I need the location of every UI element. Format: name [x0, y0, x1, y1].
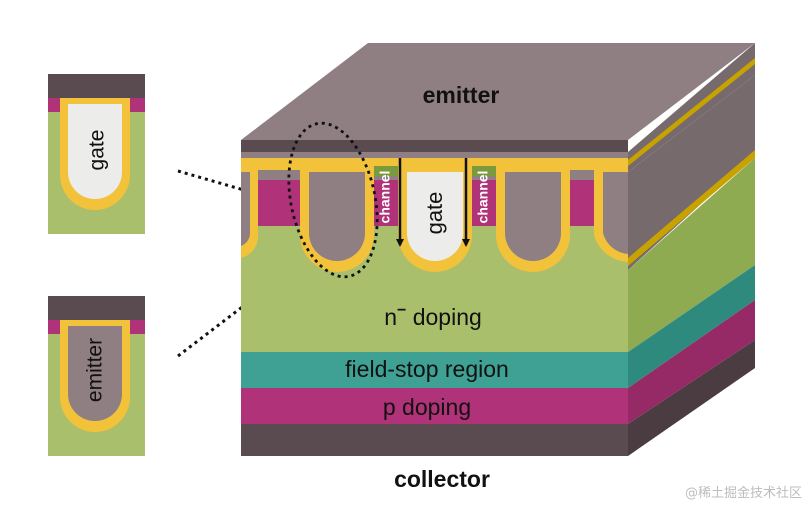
trench-edge-right-fill: [603, 172, 628, 254]
p-doping-label: p doping: [383, 394, 471, 420]
channel-strip-right: [472, 166, 496, 176]
inset-poly-gate: [68, 104, 122, 199]
n-doping-base: n: [384, 304, 397, 330]
trench-edge-left-fill: [241, 172, 250, 246]
front-emitter-edge: [241, 140, 628, 152]
inset-gate-trench: gate: [48, 74, 145, 234]
channel-strip-left: [374, 166, 398, 176]
dotted-arrow-icon: [177, 270, 290, 358]
dotted-ellipse-icon: [287, 121, 379, 279]
inset-emitter-fill: [68, 326, 122, 421]
side-face-p-doping: [628, 300, 755, 424]
n-doping-label: n− doping: [384, 302, 482, 330]
trench-emitter-2-fill: [505, 172, 561, 261]
igbt-block: [241, 43, 755, 456]
trench-gate-poly: [407, 172, 463, 261]
inset-emitter-metal: [48, 74, 145, 98]
emitter-label: emitter: [423, 82, 500, 108]
trench-emitter-1-fill: [309, 172, 365, 261]
n-doping-rest: doping: [406, 304, 481, 330]
front-n-minus: [241, 272, 628, 352]
inset-emitter-metal-2: [48, 296, 145, 320]
front-field-stop: [241, 352, 628, 388]
inset-emitter-trench: emitter: [48, 296, 145, 456]
watermark: @稀土掘金技术社区: [684, 486, 802, 501]
side-face-oxide-line: [628, 58, 755, 166]
side-face-field-stop: [628, 265, 755, 388]
field-stop-label: field-stop region: [345, 356, 509, 382]
side-face-oxide-line-2: [628, 150, 755, 266]
front-collector: [241, 424, 628, 456]
gate-label: gate: [422, 192, 447, 235]
front-p-doping: [241, 388, 628, 424]
inset-gate-label: gate: [86, 130, 109, 171]
top-face-emitter: [241, 43, 755, 140]
inset-emitter-label: emitter: [84, 338, 107, 402]
side-face-collector: [628, 340, 755, 456]
side-face-n-minus: [628, 158, 755, 352]
collector-label: collector: [394, 466, 490, 492]
channel-label-right: channel: [475, 171, 491, 224]
side-face-trench-zone: [628, 75, 755, 270]
channel-label-left: channel: [377, 171, 393, 224]
n-doping-superscript: −: [397, 302, 406, 319]
